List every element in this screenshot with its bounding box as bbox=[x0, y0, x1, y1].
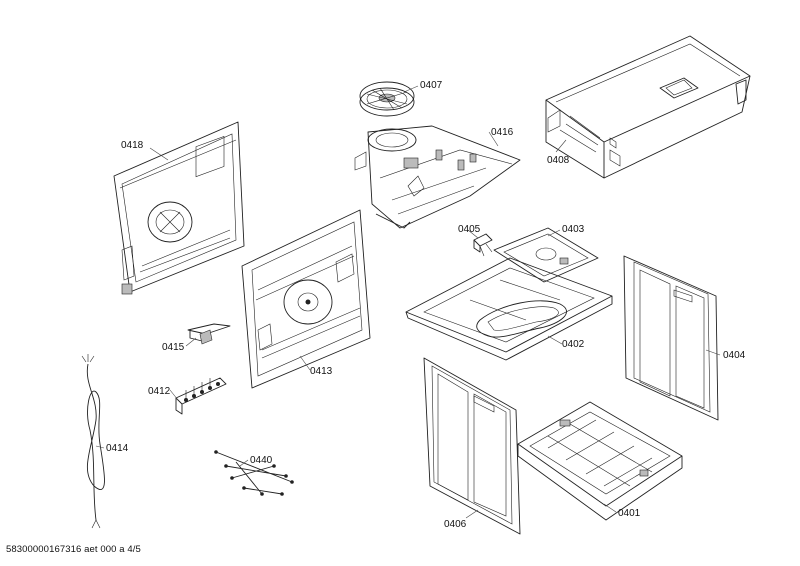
label-0406: 0406 bbox=[444, 519, 467, 530]
part-0404-right-side-wall[interactable] bbox=[623, 255, 719, 421]
part-0408-top-housing[interactable] bbox=[545, 35, 751, 179]
part-0407-fan[interactable] bbox=[359, 81, 415, 117]
part-0418-rear-panel[interactable] bbox=[113, 121, 245, 295]
label-0414: 0414 bbox=[106, 443, 129, 454]
part-0440-wiring-harness[interactable] bbox=[214, 450, 294, 496]
part-0403-upper-plate[interactable] bbox=[493, 227, 599, 283]
label-0418: 0418 bbox=[121, 140, 144, 151]
part-0405-sensor[interactable] bbox=[473, 233, 493, 257]
label-0404: 0404 bbox=[723, 350, 746, 361]
part-0413-inner-rear-wall[interactable] bbox=[241, 209, 371, 389]
label-0416: 0416 bbox=[491, 127, 514, 138]
part-0412-terminal-block[interactable] bbox=[175, 377, 227, 415]
part-0406-left-side-wall[interactable] bbox=[423, 357, 521, 535]
label-0401: 0401 bbox=[618, 508, 641, 519]
part-0415-bracket[interactable] bbox=[187, 323, 231, 345]
part-0414-power-cord[interactable] bbox=[81, 354, 105, 529]
label-0405: 0405 bbox=[458, 224, 481, 235]
part-0402-ceiling-panel[interactable] bbox=[405, 257, 613, 361]
label-0402: 0402 bbox=[562, 339, 585, 350]
label-0408: 0408 bbox=[547, 155, 570, 166]
label-0412: 0412 bbox=[148, 386, 171, 397]
label-0415: 0415 bbox=[162, 342, 185, 353]
label-0403: 0403 bbox=[562, 224, 585, 235]
part-0401-oven-base[interactable] bbox=[517, 401, 683, 521]
drawing-reference-number: 58300000167316 aet 000 a 4/5 bbox=[6, 544, 141, 555]
label-0407: 0407 bbox=[420, 80, 443, 91]
label-0413: 0413 bbox=[310, 366, 333, 377]
leader-lines bbox=[95, 85, 721, 519]
label-0440: 0440 bbox=[250, 455, 273, 466]
part-0416-fan-housing[interactable] bbox=[354, 125, 521, 229]
